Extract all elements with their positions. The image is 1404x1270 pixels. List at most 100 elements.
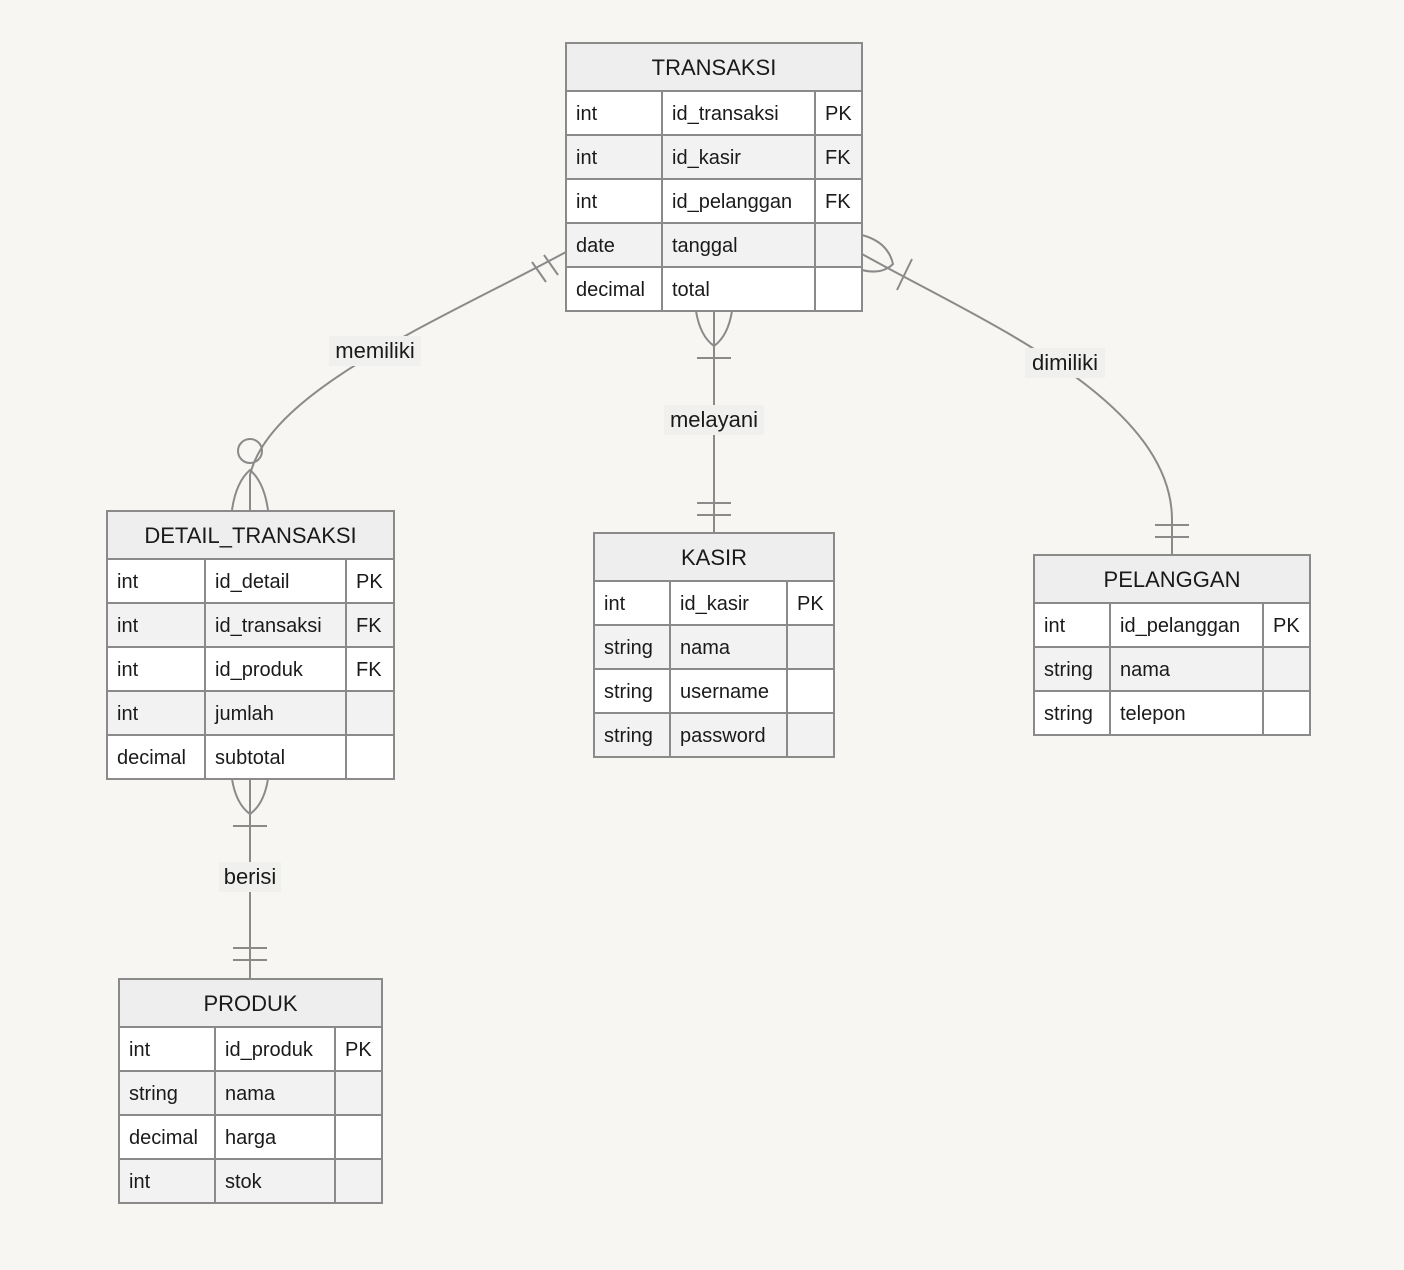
attribute-row: int id_detail PK (107, 558, 394, 603)
row-bg (566, 223, 862, 267)
crow-foot (861, 234, 895, 273)
attribute-name: id_kasir (680, 593, 749, 615)
attribute-row: string nama (119, 1070, 382, 1115)
label-bg (329, 336, 421, 366)
row-bg (594, 625, 834, 669)
attribute-type: string (604, 637, 653, 659)
attribute-row: decimal total (566, 266, 862, 311)
attribute-row: int id_kasir FK (566, 134, 862, 179)
attribute-key: FK (825, 147, 851, 169)
attribute-name: stok (225, 1171, 263, 1193)
row-bg (119, 1027, 382, 1071)
attribute-name: harga (225, 1127, 277, 1149)
crow-foot (231, 468, 269, 511)
entity-border (118, 978, 383, 1204)
entity-title: DETAIL_TRANSAKSI (144, 523, 356, 548)
row-bg (119, 1071, 382, 1115)
connector-memiliki (249, 251, 567, 510)
attribute-key: PK (797, 593, 824, 615)
attribute-name: password (680, 725, 766, 747)
attribute-name: username (680, 681, 769, 703)
attribute-type: int (576, 147, 598, 169)
attribute-type: decimal (576, 279, 645, 301)
attribute-name: nama (680, 637, 731, 659)
attribute-name: id_pelanggan (1120, 615, 1240, 637)
attribute-row: date tanggal (566, 222, 862, 267)
attribute-name: tanggal (672, 235, 738, 257)
crow-foot (231, 778, 269, 816)
one-mark (896, 258, 913, 291)
row-bg (594, 713, 834, 757)
attribute-type: date (576, 235, 615, 257)
entity-border (1033, 554, 1311, 736)
row-bg (119, 1159, 382, 1203)
row-bg (594, 669, 834, 713)
relationship-memiliki (231, 251, 567, 511)
attribute-type: string (129, 1083, 178, 1105)
attribute-key: PK (825, 103, 852, 125)
entity-title: KASIR (681, 545, 747, 570)
attribute-type: int (117, 615, 139, 637)
attribute-row: int id_pelanggan PK (1034, 602, 1310, 647)
attribute-name: nama (225, 1083, 276, 1105)
attribute-name: telepon (1120, 703, 1186, 725)
relationship-label-memiliki: memiliki (335, 338, 414, 363)
attribute-type: int (129, 1171, 151, 1193)
attribute-row: int jumlah (107, 690, 394, 735)
attribute-row: int id_kasir PK (594, 580, 834, 625)
attribute-name: jumlah (214, 703, 274, 725)
attribute-name: id_produk (225, 1039, 314, 1061)
attribute-key: FK (825, 191, 851, 213)
attribute-type: int (1044, 615, 1066, 637)
label-bg (219, 862, 281, 892)
attribute-key: PK (1273, 615, 1300, 637)
attribute-type: int (117, 571, 139, 593)
attribute-name: id_detail (215, 571, 290, 593)
entity-title: TRANSAKSI (652, 55, 777, 80)
relationship-label-berisi: berisi (224, 864, 277, 889)
attribute-type: int (117, 703, 139, 725)
row-bg (566, 179, 862, 223)
attribute-key: FK (356, 615, 382, 637)
attribute-type: decimal (129, 1127, 198, 1149)
relationship-dimiliki (861, 234, 1189, 555)
zero-circle (237, 438, 263, 464)
attribute-type: int (129, 1039, 151, 1061)
attribute-name: total (672, 279, 710, 301)
relationship-label-group: memiliki melayani dimiliki berisi (219, 336, 1105, 892)
attribute-type: int (576, 103, 598, 125)
attribute-type: int (117, 659, 139, 681)
attribute-type: string (1044, 703, 1093, 725)
attribute-name: id_pelanggan (672, 191, 792, 213)
attribute-type: int (604, 593, 626, 615)
label-bg (664, 405, 764, 435)
row-bg (566, 135, 862, 179)
attribute-name: id_kasir (672, 147, 741, 169)
row-bg (119, 1115, 382, 1159)
one-mark (543, 254, 559, 276)
entity-title: PRODUK (203, 991, 297, 1016)
attribute-type: string (1044, 659, 1093, 681)
attribute-name: subtotal (215, 747, 285, 769)
attribute-key: PK (356, 571, 383, 593)
crow-foot (695, 310, 733, 348)
entity-border (106, 510, 395, 780)
attribute-type: string (604, 725, 653, 747)
relationship-label-dimiliki: dimiliki (1032, 350, 1098, 375)
entity-title: PELANGGAN (1104, 567, 1241, 592)
